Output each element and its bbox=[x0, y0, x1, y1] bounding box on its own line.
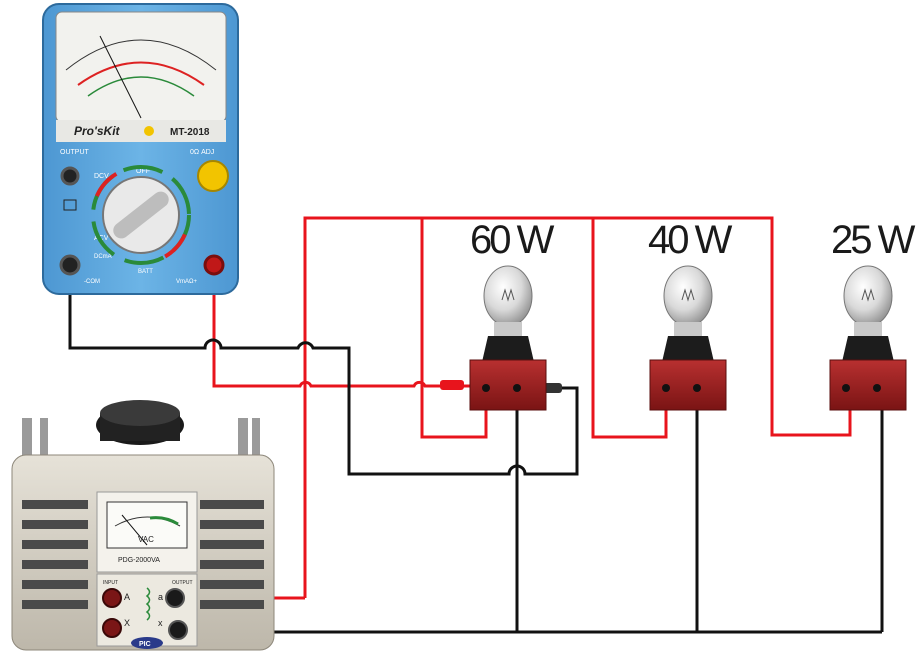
red-bus-branch-60w bbox=[420, 218, 488, 439]
transformer-meter-face bbox=[106, 501, 188, 549]
bulb-label-60w: 60 W bbox=[470, 218, 555, 262]
transformer-post-right-2 bbox=[252, 418, 260, 468]
meter-brand-strip bbox=[56, 120, 226, 142]
transformer-terminal-a: A bbox=[124, 592, 130, 602]
meter-display bbox=[55, 11, 227, 123]
socket-terminal-left bbox=[842, 384, 850, 392]
transformer-post-left-2 bbox=[40, 418, 48, 468]
bulb-25w bbox=[829, 265, 907, 411]
transformer-meter-scale: VAC bbox=[138, 535, 154, 544]
meter-ce-mark bbox=[63, 199, 77, 211]
black-meter-wire bbox=[68, 268, 579, 476]
meter-dcv-label: DCV bbox=[94, 173, 109, 180]
bulb-40w bbox=[649, 265, 727, 411]
meter-com-jack[interactable] bbox=[59, 254, 81, 276]
bulb-filament bbox=[681, 288, 695, 302]
variac-transformer: VAC PDG-2000VA INPUT OUTPUT A X a x PIC bbox=[11, 400, 275, 651]
socket-base bbox=[649, 359, 727, 411]
bulb-glass bbox=[483, 265, 533, 327]
meter-volt-jack[interactable] bbox=[203, 254, 225, 276]
socket-terminal-right bbox=[513, 384, 521, 392]
transformer-meter-needle bbox=[121, 514, 148, 546]
meter-logo-dot bbox=[144, 126, 154, 136]
meter-model: MT-2018 bbox=[170, 127, 210, 138]
bulb-neck bbox=[494, 322, 522, 336]
meter-com-label: -COM bbox=[84, 279, 100, 285]
meter-needle bbox=[99, 35, 142, 119]
red-probe-clip bbox=[440, 380, 464, 390]
transformer-model-plate: PDG-2000VA bbox=[118, 557, 160, 564]
red-bus-branch-40w bbox=[591, 218, 668, 439]
transformer-terminal-a-out: a bbox=[158, 592, 163, 602]
socket-base bbox=[469, 359, 547, 411]
transformer-terminal-x: X bbox=[124, 618, 130, 628]
bulb-filament bbox=[861, 288, 875, 302]
meter-volt-label: VmAΩ+ bbox=[176, 279, 197, 285]
bulb-filament bbox=[501, 288, 515, 302]
wires bbox=[68, 216, 884, 634]
meter-off-label: OFF bbox=[136, 168, 150, 175]
meter-zero-adj-knob[interactable] bbox=[197, 160, 229, 192]
meter-scale-arc-green bbox=[87, 76, 195, 97]
bulb-neck bbox=[674, 322, 702, 336]
red-meter-wire bbox=[212, 266, 470, 388]
bulb-neck bbox=[854, 322, 882, 336]
red-bus-wire bbox=[303, 216, 852, 598]
meter-scale-arc bbox=[65, 39, 217, 71]
meter-brand: Pro'sKit bbox=[74, 124, 121, 138]
meter-dcma-label: DCmA bbox=[94, 254, 112, 260]
meter-output-label: OUTPUT bbox=[60, 149, 90, 156]
bulb-glass bbox=[843, 265, 893, 327]
meter-selector-pointer bbox=[113, 191, 169, 239]
transformer-terminal-x-out: x bbox=[158, 618, 163, 628]
transformer-vents-right bbox=[200, 500, 264, 609]
meter-scale-arc-red bbox=[77, 61, 205, 86]
meter-acv-label: ACV bbox=[94, 235, 109, 242]
socket-terminal-right bbox=[873, 384, 881, 392]
transformer-post-left bbox=[22, 418, 32, 468]
socket-terminal-right bbox=[693, 384, 701, 392]
socket-base bbox=[829, 359, 907, 411]
transformer-input-label: INPUT bbox=[103, 580, 118, 586]
bulb-label-40w: 40 W bbox=[648, 218, 733, 262]
transformer-output-label: OUTPUT bbox=[172, 580, 193, 586]
bulb-holder bbox=[482, 336, 534, 362]
socket-terminal-left bbox=[662, 384, 670, 392]
transformer-coil-symbol bbox=[145, 587, 151, 621]
bulb-label-25w: 25 W bbox=[831, 218, 916, 262]
multimeter: Pro'sKit MT-2018 OUTPUT 0Ω ADJ DCV ACV D… bbox=[42, 3, 239, 295]
socket-terminal-left bbox=[482, 384, 490, 392]
meter-adj-label: 0Ω ADJ bbox=[190, 149, 214, 156]
meter-output-jack[interactable] bbox=[60, 166, 80, 186]
bulb-glass bbox=[663, 265, 713, 327]
transformer-brand-badge bbox=[131, 637, 163, 649]
meter-batt-label: BATT bbox=[138, 269, 153, 275]
transformer-vents-left bbox=[22, 500, 88, 609]
bulb-holder bbox=[842, 336, 894, 362]
transformer-post-right bbox=[238, 418, 248, 468]
bulb-holder bbox=[662, 336, 714, 362]
transformer-knob-top bbox=[100, 400, 180, 426]
transformer-output-terminal-a[interactable] bbox=[165, 588, 185, 608]
transformer-brand-text: PIC bbox=[139, 641, 151, 648]
bulb-60w bbox=[469, 265, 547, 411]
transformer-input-terminal-a[interactable] bbox=[102, 588, 122, 608]
meter-range-ring bbox=[91, 165, 191, 265]
transformer-output-terminal-x[interactable] bbox=[168, 620, 188, 640]
transformer-meter-arc-green bbox=[149, 516, 179, 526]
transformer-input-terminal-x[interactable] bbox=[102, 618, 122, 638]
